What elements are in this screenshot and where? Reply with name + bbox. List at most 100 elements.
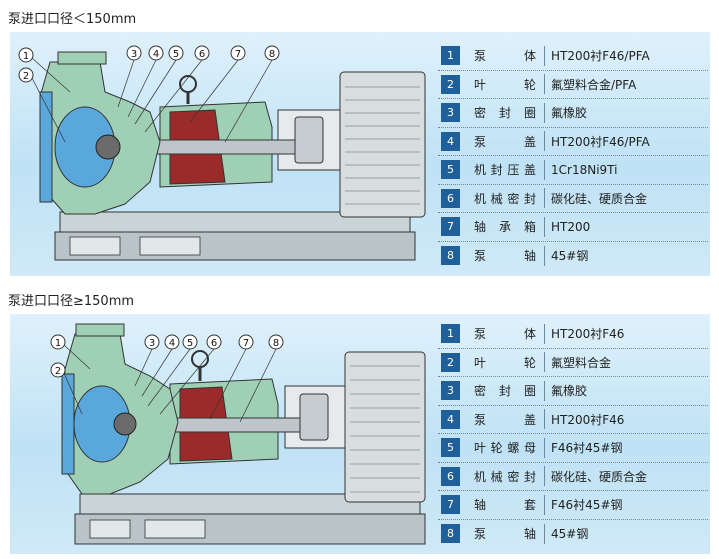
callout-1: 1 [23, 51, 29, 62]
part-number-badge: 3 [441, 381, 460, 401]
part-name: 泵轴 [474, 527, 536, 542]
coupling [299, 393, 329, 441]
callouts-2: 1 2 3 4 5 6 7 8 [50, 334, 284, 423]
callout-3: 3 [149, 338, 155, 349]
part-material: HT200衬F46/PFA [551, 134, 650, 149]
parts-row: 7 轴承箱 HT200 [438, 213, 708, 242]
part-number-badge: 6 [441, 466, 460, 486]
callouts-1: 1 2 3 4 5 6 7 8 [18, 45, 280, 143]
part-name: 叶轮 [474, 77, 536, 92]
mechanical-seal [95, 134, 121, 160]
lifting-eye [179, 75, 197, 93]
callout-5: 5 [173, 49, 179, 60]
motor-fins [345, 86, 420, 205]
callout-6: 6 [211, 338, 217, 349]
part-name: 泵盖 [474, 134, 536, 149]
part-name: 机封压盖 [474, 163, 536, 178]
baseplate-lower [74, 513, 426, 545]
callout-4: 4 [169, 338, 175, 349]
callout-6: 6 [199, 49, 205, 60]
parts-list-2: 1 泵体 HT200衬F46 2 叶轮氟塑料合金 3 密封圈氟橡胶 4 泵盖 HT200衬F… [438, 320, 708, 548]
mechanical-seal [113, 412, 137, 436]
part-material: F46衬45#钢 [551, 441, 623, 456]
part-number-badge: 7 [441, 495, 460, 515]
part-name: 泵盖 [474, 412, 536, 427]
pump-cross-section-diagram-2: 1 2 3 4 5 6 7 8 [10, 314, 430, 554]
base-pocket [89, 519, 131, 539]
part-number-badge: 8 [441, 246, 460, 266]
part-number-badge: 3 [441, 103, 460, 123]
section-title-1: 泵进口口径＜150mm [8, 12, 137, 27]
part-number-badge: 6 [441, 188, 460, 208]
part-material: HT200衬F46/PFA [551, 49, 650, 64]
part-name: 轴套 [474, 498, 536, 513]
discharge-flange [57, 51, 107, 65]
base-pocket [139, 236, 201, 256]
base-pocket [144, 519, 206, 539]
callout-2: 2 [23, 71, 29, 82]
part-name: 机械密封 [474, 469, 536, 484]
part-material: 氟橡胶 [551, 384, 588, 399]
part-material: 45#钢 [551, 249, 589, 264]
part-name: 泵体 [474, 327, 536, 342]
suction-flange [61, 373, 75, 475]
callout-3: 3 [131, 49, 137, 60]
part-material: 氟塑料合金/PFA [551, 77, 637, 92]
part-name: 轴承箱 [474, 220, 536, 235]
part-number-badge: 1 [441, 46, 460, 66]
parts-row: 2 叶轮氟塑料合金/PFA [438, 71, 708, 99]
part-number-badge: 4 [441, 409, 460, 429]
parts-row: 3 密封圈氟橡胶 [438, 377, 708, 406]
parts-row: 4 泵盖 HT200衬F46/PFA [438, 128, 708, 156]
part-material: 1Cr18Ni9Ti [551, 162, 618, 177]
part-material: HT200衬F46 [551, 412, 625, 427]
suction-flange [39, 91, 53, 203]
part-material: HT200 [551, 219, 591, 234]
part-number-badge: 2 [441, 352, 460, 372]
callout-8: 8 [273, 338, 279, 349]
part-name: 机械密封 [474, 191, 536, 206]
part-number-badge: 2 [441, 74, 460, 94]
motor [339, 71, 426, 218]
callout-1: 1 [55, 338, 61, 349]
part-name: 叶轮螺母 [474, 441, 536, 456]
parts-row: 5 机封压盖 1Cr18Ni9Ti [438, 156, 708, 185]
callout-7: 7 [243, 338, 249, 349]
part-number-badge: 4 [441, 131, 460, 151]
section-title-2: 泵进口口径≥150mm [8, 294, 135, 309]
callout-5: 5 [187, 338, 193, 349]
parts-row: 5 叶轮螺母 F46衬45#钢 [438, 434, 708, 463]
part-number-badge: 5 [441, 160, 460, 180]
part-material: 碳化硅、硬质合金 [551, 469, 648, 484]
pump-drawing-svg-1: 1 2 3 4 5 6 7 8 [18, 45, 426, 261]
part-name: 密封圈 [474, 384, 536, 399]
part-material: 氟塑料合金 [551, 355, 612, 370]
part-number-badge: 5 [441, 438, 460, 458]
part-name: 叶轮 [474, 355, 536, 370]
pump-drawing-svg-2: 1 2 3 4 5 6 7 8 [50, 323, 426, 545]
callout-8: 8 [269, 49, 275, 60]
callout-4: 4 [153, 49, 159, 60]
part-material: F46衬45#钢 [551, 498, 623, 513]
part-material: 氟橡胶 [551, 106, 588, 121]
parts-row: 2 叶轮氟塑料合金 [438, 349, 708, 377]
callout-2: 2 [55, 366, 61, 377]
coupling [294, 116, 324, 164]
motor [344, 351, 426, 503]
parts-row: 1 泵体 HT200衬F46 [438, 320, 708, 349]
discharge-flange [75, 323, 125, 337]
base-pocket [69, 236, 121, 256]
part-number-badge: 1 [441, 324, 460, 344]
part-material: HT200衬F46 [551, 327, 625, 342]
parts-row: 4 泵盖 HT200衬F46 [438, 406, 708, 434]
part-number-badge: 7 [441, 217, 460, 237]
pump-cross-section-diagram-1: 1 2 3 4 5 6 7 8 [10, 32, 430, 276]
